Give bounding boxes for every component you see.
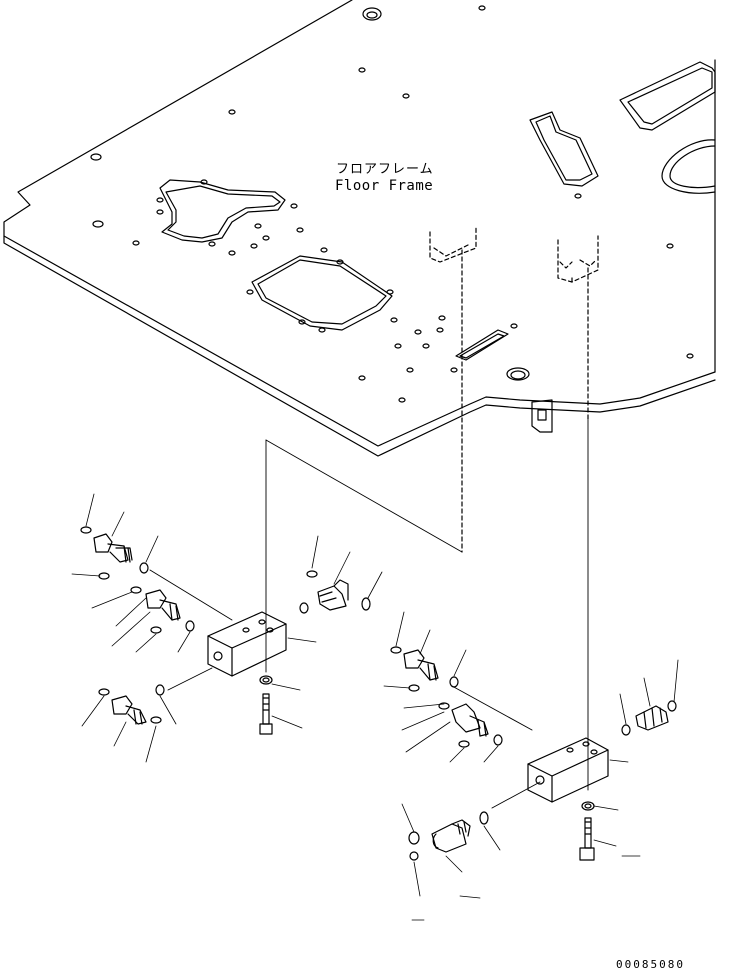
mounting-studs: [430, 226, 598, 552]
right-bolt: [580, 802, 594, 860]
left-bolt: [260, 676, 272, 734]
drawing-code: 00085080: [616, 958, 685, 971]
left-fittings: [81, 527, 370, 724]
assembly-lines: [150, 420, 588, 808]
plate-holes: [133, 6, 693, 402]
floor-frame-label-en: Floor Frame: [335, 178, 434, 194]
right-fittings: [391, 647, 676, 860]
right-leader-lines: [384, 612, 678, 920]
floor-frame-plate: [4, 0, 715, 456]
floor-frame-label-jp: フロアフレーム: [336, 162, 434, 177]
left-valve-block: [208, 612, 286, 676]
left-leader-lines: [72, 494, 382, 762]
right-valve-block: [528, 738, 608, 802]
